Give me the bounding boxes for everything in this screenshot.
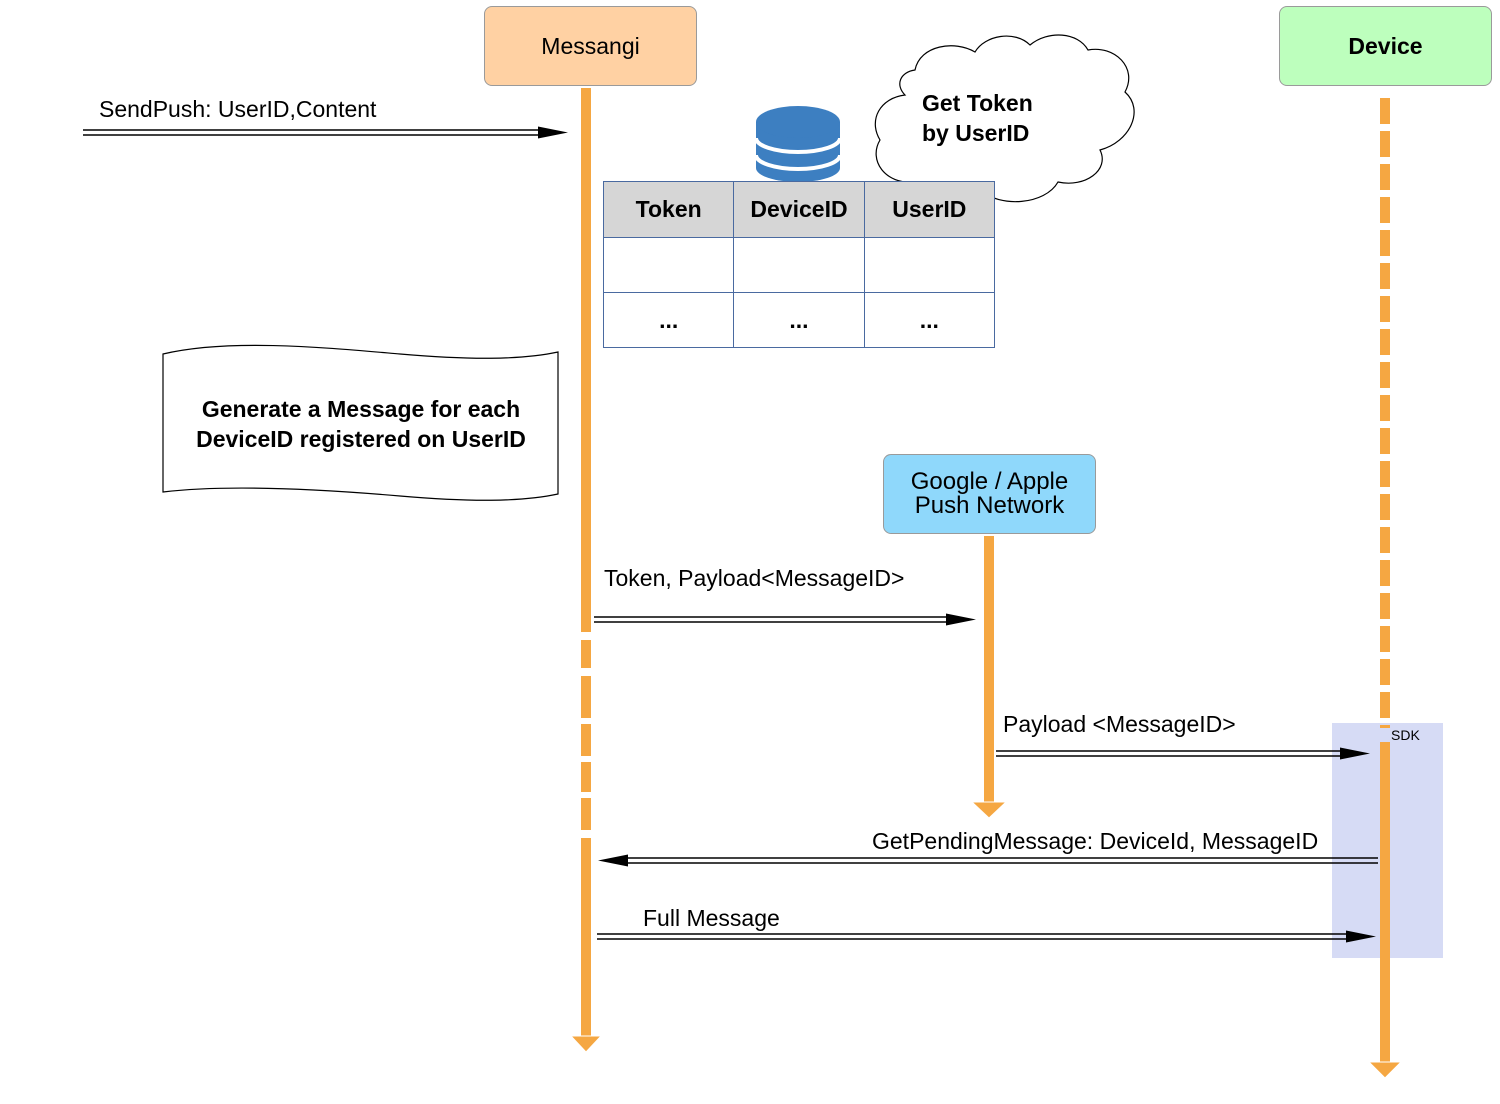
table-header-token: Token bbox=[602, 181, 735, 238]
message-token-payload-arrow bbox=[594, 613, 976, 626]
message-fullmessage-arrow bbox=[597, 930, 1376, 943]
table-cell: ... bbox=[733, 292, 865, 348]
token-table: Token DeviceID UserID ... ... ... bbox=[602, 181, 996, 348]
table-header-userid: UserID bbox=[863, 181, 996, 238]
table-header-row: Token DeviceID UserID bbox=[602, 181, 996, 238]
table-cell: ... bbox=[863, 292, 996, 348]
database-icon bbox=[754, 106, 842, 182]
actor-push-network: Google / Apple Push Network bbox=[883, 454, 1096, 534]
table-row bbox=[602, 237, 996, 293]
push-network-lifeline-arrowhead bbox=[970, 801, 1008, 819]
table-cell: ... bbox=[602, 292, 735, 348]
cloud-text-line2: by UserID bbox=[922, 120, 1030, 146]
actor-messangi-label: Messangi bbox=[541, 32, 640, 59]
actor-device-label: Device bbox=[1348, 32, 1423, 59]
table-cell bbox=[733, 237, 865, 293]
message-getpending-arrow bbox=[598, 854, 1378, 867]
actor-push-network-label-line1: Google / Apple bbox=[910, 468, 1069, 495]
table-row: ... ... ... bbox=[602, 292, 996, 348]
message-sendpush-label: SendPush: UserID,Content bbox=[99, 96, 377, 122]
note-text-line1: Generate a Message for each bbox=[201, 396, 521, 422]
message-fullmessage-label: Full Message bbox=[643, 905, 780, 931]
actor-push-network-label-line2: Push Network bbox=[914, 492, 1065, 519]
message-payload-arrow bbox=[996, 747, 1370, 760]
device-lifeline-arrowhead bbox=[1367, 1061, 1403, 1079]
message-token-payload-label: Token, Payload<MessageID> bbox=[604, 565, 905, 591]
actor-device: Device bbox=[1279, 6, 1492, 86]
note-text-line2: DeviceID registered on UserID bbox=[196, 426, 526, 452]
cloud-text: Get Token by UserID bbox=[922, 88, 1033, 148]
table-cell bbox=[863, 237, 996, 293]
messangi-lifeline-arrowhead bbox=[569, 1035, 603, 1053]
message-payload-label: Payload <MessageID> bbox=[1003, 711, 1236, 737]
message-getpending-label: GetPendingMessage: DeviceId, MessageID bbox=[872, 828, 1319, 854]
actor-messangi: Messangi bbox=[484, 6, 697, 86]
table-cell bbox=[602, 237, 735, 293]
sdk-label: SDK bbox=[1391, 727, 1420, 743]
cloud-text-line1: Get Token bbox=[922, 90, 1033, 116]
message-sendpush-arrow bbox=[83, 126, 568, 139]
table-header-deviceid: DeviceID bbox=[733, 181, 865, 238]
note-shape bbox=[162, 344, 559, 501]
note-text: Generate a Message for each DeviceID reg… bbox=[170, 394, 552, 454]
